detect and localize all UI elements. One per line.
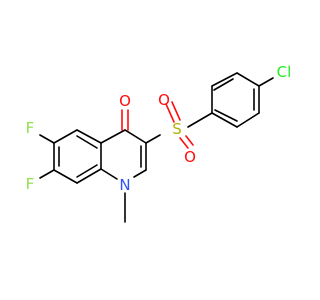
- benzo-ring: [53, 129, 102, 184]
- s-o-bottom-bond: [179, 137, 189, 149]
- sulfur-label: S: [172, 120, 182, 138]
- fluorine-6-label: F: [26, 119, 35, 137]
- chlorophenyl-ring: [211, 72, 260, 128]
- c6-f-bond: [39, 134, 55, 144]
- s-o-bottom-bond-2: [185, 135, 194, 146]
- sulfonyl-oxygen-top-label: O: [158, 91, 170, 109]
- fluorine-7-label: F: [26, 175, 35, 193]
- ketone-oxygen-label: O: [119, 92, 131, 110]
- molecule-diagram: Cl S O O O F F N: [26, 63, 292, 223]
- c-cl-bond: [258, 77, 274, 87]
- c7-f-bond: [39, 169, 55, 179]
- s-o-top-bond-2: [171, 101, 181, 121]
- nitrogen-label: N: [119, 176, 130, 194]
- structure-svg: Cl S O O O F F N: [26, 63, 292, 223]
- pyridinone-ring: [100, 129, 147, 180]
- aryl-sulfur-bond: [187, 112, 213, 128]
- sulfonyl-oxygen-bottom-label: O: [184, 148, 196, 166]
- s-o-top-bond: [165, 103, 175, 123]
- sulfur-c3-bond: [145, 134, 161, 144]
- chlorine-label: Cl: [277, 63, 292, 81]
